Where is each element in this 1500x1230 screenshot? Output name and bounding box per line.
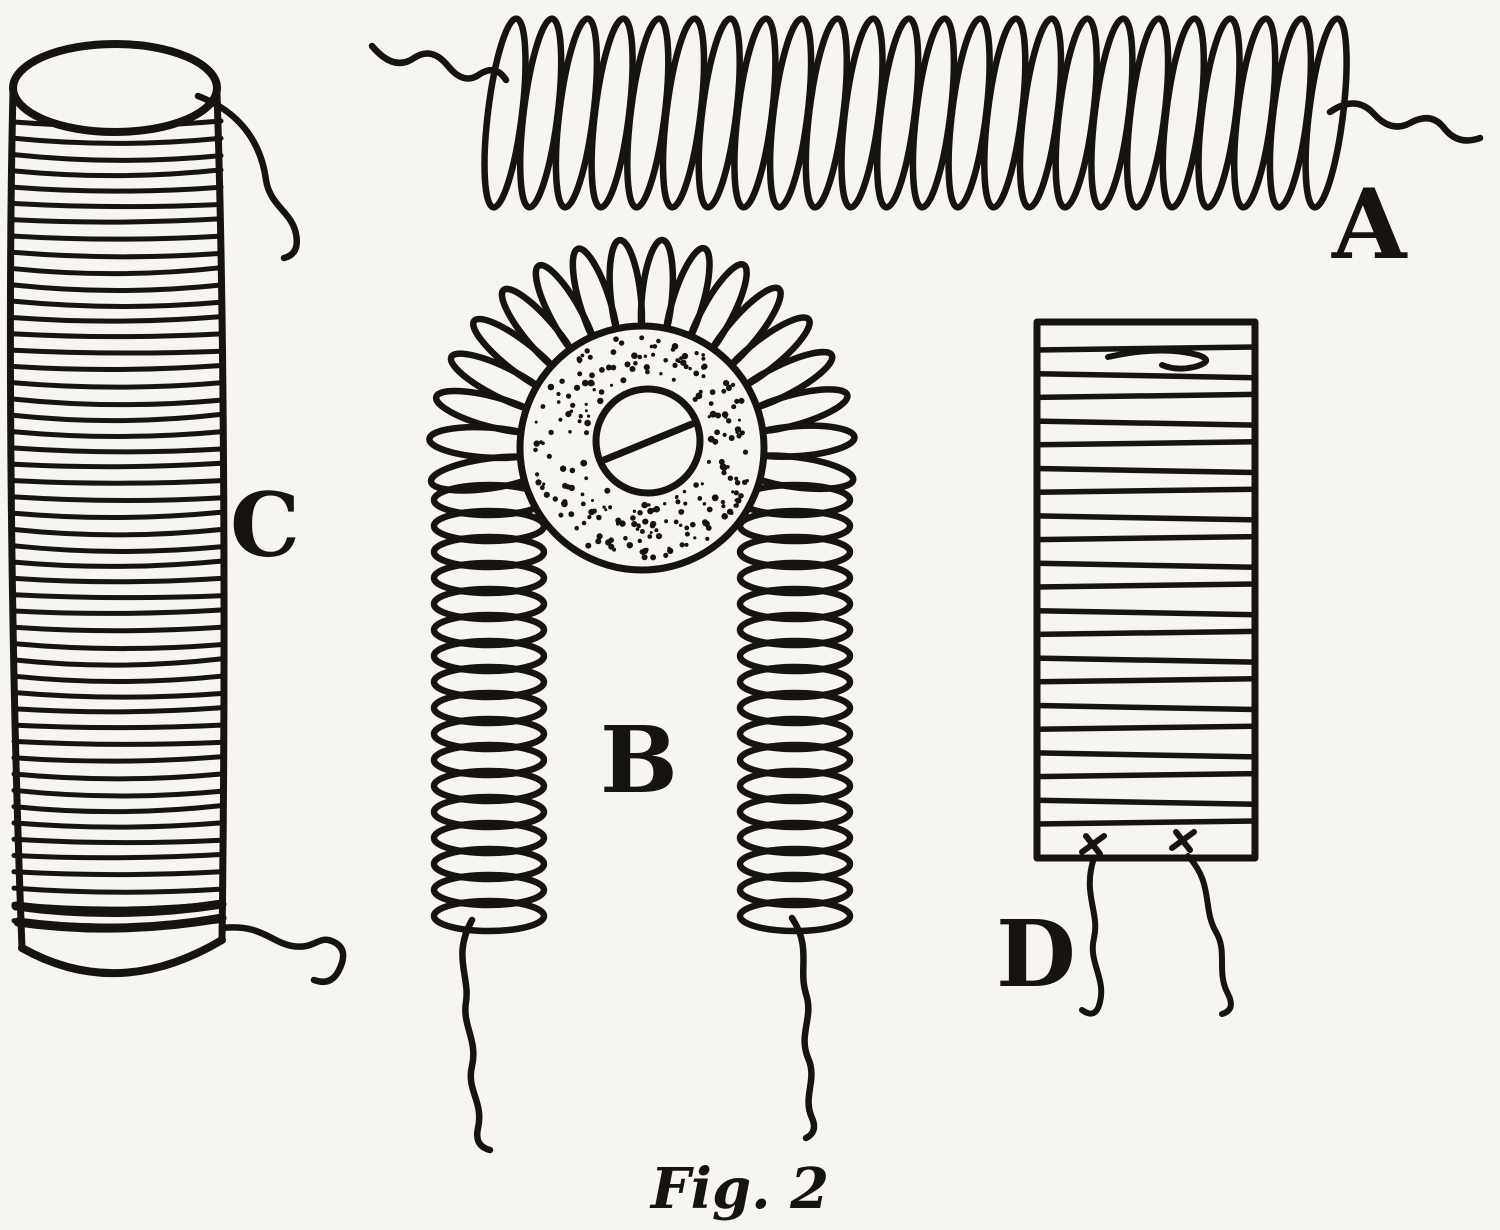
figure-caption: Fig. 2 [649,1156,829,1222]
coil-d-left-lead-wire [1079,855,1105,1017]
label-coil-a: A [1331,168,1408,281]
coil-c-top-face [9,40,221,136]
coil-d-flat-winding [1033,318,1259,1017]
coil-c-wound-cylinder [6,40,347,985]
coil-c-right-edge [213,90,228,944]
coil-a-right-lead-wire [1326,100,1484,144]
coil-b-core-stipple [533,335,749,561]
coil-d-lead-tick-right [1169,829,1197,853]
coil-c-bottom-lead-wire [218,924,347,985]
coil-b-core-slot [600,420,696,464]
coil-d-windings [1034,344,1258,827]
coil-b-left-lead-wire [459,916,494,1154]
coil-a-left-lead-wire [368,42,510,84]
coil-b-right-lead-wire [788,914,818,1142]
coil-c-bottom-edge [18,936,226,978]
coil-b-horseshoe [426,236,858,1154]
coil-d-lead-tick-left [1079,833,1107,857]
coil-d-card [1033,318,1259,862]
label-coil-c: C [230,473,300,577]
coil-d-right-lead-wire [1185,853,1234,1017]
coil-c-top-lead-wire [194,92,300,262]
coil-c-windings [11,118,227,933]
label-coil-b: B [600,706,678,814]
label-coil-d: D [996,900,1076,1008]
coil-c-left-edge [6,88,26,952]
coil-a-helix [368,15,1484,211]
coil-a-loops [481,15,1350,211]
coil-d-top-wire-hook [1105,347,1209,372]
